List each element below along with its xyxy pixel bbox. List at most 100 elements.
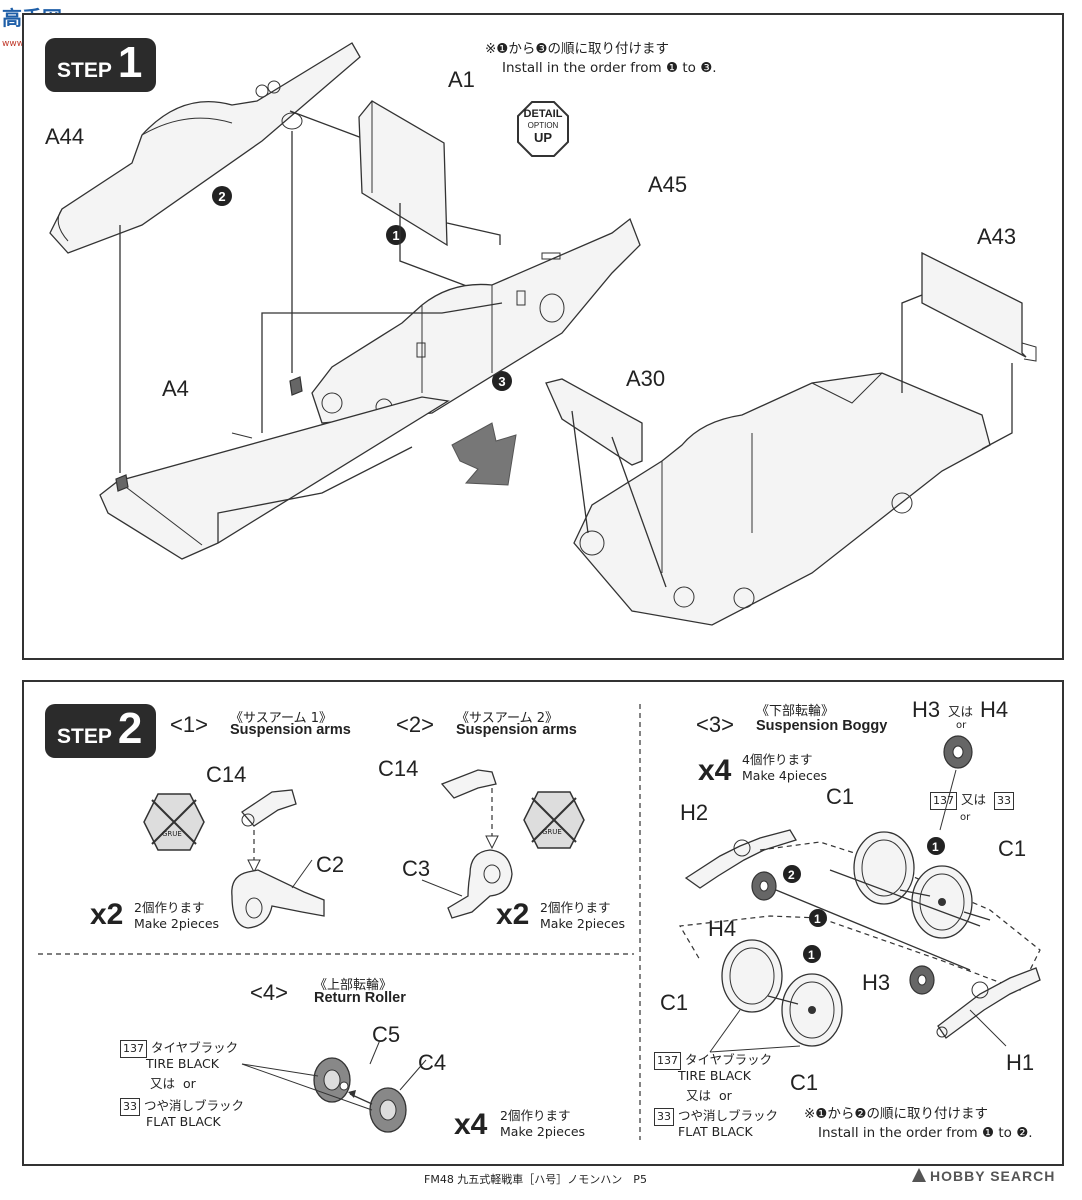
sub4-paint-tire-jp: タイヤブラック: [151, 1040, 239, 1055]
sub4-part-c5: C5: [372, 1022, 401, 1047]
sub4-paint-flat-en: FLAT BLACK: [146, 1114, 221, 1129]
sub3-paint-or-jp-2: 又は: [686, 1088, 712, 1103]
sub3-number: <3>: [696, 712, 734, 737]
detail-up-badge: [517, 101, 569, 157]
suspension-arms-drawing: [231, 769, 513, 929]
sub3-order-note-jp: ※❶から❷の順に取り付けます: [804, 1106, 989, 1122]
sub3-paint-or-en-2: or: [718, 1088, 732, 1103]
sub4-paint-flat: 33 つや消しブラック: [120, 1098, 244, 1116]
sub1-multiplier: x2: [90, 898, 124, 931]
part-label-a4: A4: [162, 376, 189, 401]
sub3-part-h4: H4: [708, 916, 737, 941]
sub3-paint-tire-en: TIRE BLACK: [678, 1068, 751, 1083]
watermark-hobby-search: HOBBY SEARCH: [912, 1168, 1055, 1184]
order-marker-3: 3: [492, 371, 512, 391]
step2-panel: [22, 680, 1064, 1166]
detail-up-mid: OPTION: [527, 121, 559, 130]
sub3-paint-or-en: or: [960, 812, 971, 823]
sub3-paint-tire-jp: タイヤブラック: [685, 1052, 773, 1067]
sub4-paint-tire-en: TIRE BLACK: [146, 1056, 219, 1071]
glue-label-1: GRUE: [162, 830, 182, 838]
sub3-order-note-en: Install in the order from ❶ to ❷.: [818, 1125, 1033, 1141]
sub3-part-h3: H3: [862, 970, 891, 995]
return-roller-drawing: [241, 1040, 427, 1133]
sub3-paint-or-line: 又は or: [686, 1088, 732, 1104]
sub4-part-c4: C4: [418, 1050, 447, 1075]
part-label-a30: A30: [626, 366, 666, 391]
sub3-title-en: Suspension Boggy: [756, 718, 888, 734]
sub3-option-or-en: or: [956, 720, 967, 731]
svg-text:1: 1: [932, 840, 939, 854]
sub3-part-h2: H2: [680, 800, 709, 825]
sub2-make-en: Make 2pieces: [540, 916, 626, 931]
sub2-number: <2>: [396, 712, 434, 737]
sub4-make-jp: 2個作ります: [500, 1108, 571, 1123]
sub2-part-c14: C14: [378, 756, 419, 781]
sub3-option-h4: H4: [980, 697, 1009, 722]
step2-word: STEP: [57, 725, 112, 748]
watermark-text: HOBBY SEARCH: [930, 1168, 1056, 1184]
footer-text: FM48 九五式軽戦車［ハ号］ノモンハン P5: [424, 1173, 647, 1186]
svg-text:1: 1: [808, 948, 815, 962]
sub4-paint-tire: 137 タイヤブラック: [120, 1040, 238, 1058]
sub3-paint-33-badge: 33: [994, 792, 1014, 810]
detail-up-text: DETAIL OPTION UP: [516, 108, 570, 144]
detail-up-bottom: UP: [533, 130, 553, 145]
sub4-multiplier: x4: [454, 1108, 488, 1141]
sub3-part-c1-d: C1: [790, 1070, 819, 1095]
sub3-paint-tire-badge: 137: [654, 1052, 681, 1070]
part-label-a45: A45: [648, 172, 688, 197]
part-label-a1: A1: [448, 67, 475, 92]
sub3-make-en: Make 4pieces: [742, 768, 828, 783]
sub2-title-en: Suspension arms: [456, 722, 577, 738]
sub1-make-en: Make 2pieces: [134, 916, 220, 931]
sub1-number: <1>: [170, 712, 208, 737]
sub2-make-jp: 2個作ります: [540, 900, 611, 915]
sub3-title-jp: 《下部転輪》: [756, 704, 835, 719]
sub3-part-c1-a: C1: [826, 784, 855, 809]
sub3-paint-tire: 137 タイヤブラック: [654, 1052, 772, 1070]
svg-text:2: 2: [788, 868, 795, 882]
step1-note-en: Install in the order from ❶ to ❸.: [502, 60, 717, 76]
sub2-part-c3: C3: [402, 856, 431, 881]
sub4-title-en: Return Roller: [314, 990, 406, 1006]
step1-note-jp: ※❶から❸の順に取り付けます: [485, 41, 670, 57]
step1-word: STEP: [57, 59, 112, 82]
sub4-paint-tire-badge: 137: [120, 1040, 147, 1058]
order-marker-2: 2: [212, 186, 232, 206]
step1-assembly-drawing: [49, 42, 1037, 626]
step2-number: 2: [117, 704, 143, 753]
sub3-part-h1: H1: [1006, 1050, 1035, 1075]
sub3-paint-flat-badge: 33: [654, 1108, 674, 1126]
svg-text:1: 1: [814, 912, 821, 926]
part-label-a44: A44: [45, 124, 85, 149]
sub4-paint-flat-jp: つや消しブラック: [144, 1098, 245, 1113]
sub1-make-jp: 2個作ります: [134, 900, 205, 915]
step2-badge: STEP 2: [45, 704, 157, 758]
sub3-make-jp: 4個作ります: [742, 752, 813, 767]
part-label-a43: A43: [977, 224, 1017, 249]
sub1-part-c2: C2: [316, 852, 345, 877]
sub1-title-jp: 《サスアーム 1》: [230, 711, 332, 726]
sub3-multiplier: x4: [698, 754, 732, 787]
sub4-paint-or-en: or: [182, 1076, 196, 1091]
step1-badge: STEP 1: [45, 38, 157, 92]
sub1-title-en: Suspension arms: [230, 722, 351, 738]
watermark-icon: [912, 1168, 926, 1182]
sub3-paint-or-jp: 又は: [961, 792, 987, 807]
sub3-part-c1-b: C1: [998, 836, 1027, 861]
sub4-paint-or-line: 又は or: [150, 1076, 196, 1092]
sub2-title-jp: 《サスアーム 2》: [456, 711, 558, 726]
no-glue-mark-2: [523, 791, 585, 849]
step2-dividers: [38, 704, 641, 1140]
sub1-part-c14: C14: [206, 762, 247, 787]
sub3-paint-flat-jp: つや消しブラック: [678, 1108, 779, 1123]
sub4-paint-flat-badge: 33: [120, 1098, 140, 1116]
sub3-paint-flat-en: FLAT BLACK: [678, 1124, 753, 1139]
sub2-multiplier: x2: [496, 898, 530, 931]
sub4-paint-or-jp: 又は: [150, 1076, 176, 1091]
sub3-option-h3: H3: [912, 697, 941, 722]
step1-number: 1: [117, 38, 143, 87]
sub4-number: <4>: [250, 980, 288, 1005]
order-marker-1: 1: [386, 225, 406, 245]
